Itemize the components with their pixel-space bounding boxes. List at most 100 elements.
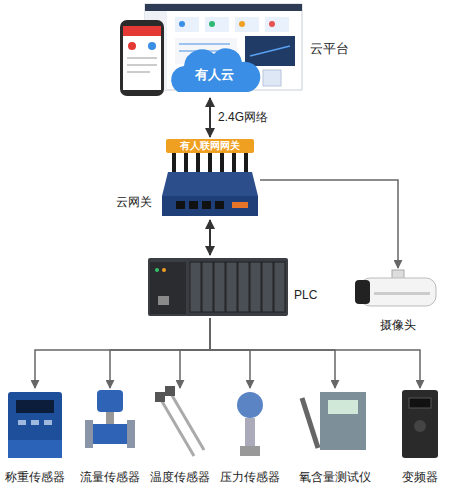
cloud-platform-illustration-part bbox=[245, 36, 295, 66]
oxygen-analyzer-illustration-part bbox=[320, 392, 366, 450]
cloud-platform-illustration-part bbox=[239, 21, 245, 27]
plc-illustration-part bbox=[155, 268, 159, 272]
plc-illustration-part bbox=[150, 262, 186, 314]
weighing-sensor-illustration-part bbox=[18, 420, 26, 425]
plc-illustration-part bbox=[250, 262, 261, 312]
camera-illustration bbox=[355, 270, 436, 306]
connector-arrow bbox=[209, 220, 211, 255]
node-label: 有人云 bbox=[195, 68, 234, 82]
cloud-gateway-illustration-part bbox=[215, 201, 224, 209]
plc-illustration-part bbox=[274, 262, 285, 312]
oxygen-analyzer: 氧含量测试仪 bbox=[297, 388, 373, 462]
weighing-sensor-illustration-part bbox=[8, 440, 62, 458]
cloud-platform-illustration-part bbox=[235, 17, 259, 32]
cloud-platform-illustration-part bbox=[127, 57, 157, 59]
pressure-sensor: 压力传感器 bbox=[220, 388, 280, 462]
weighing-sensor-illustration bbox=[8, 392, 62, 458]
weighing-sensor-illustration-part bbox=[16, 400, 54, 413]
cloud-platform-illustration-part bbox=[123, 26, 161, 90]
cloud-platform-illustration-part bbox=[127, 64, 157, 66]
cloud-gateway-illustration-part bbox=[232, 202, 248, 208]
cloud-gateway-illustration-part bbox=[189, 201, 198, 209]
cloud-platform-illustration-part bbox=[269, 21, 275, 27]
inverter-illustration bbox=[402, 390, 438, 458]
plc-controller: PLC bbox=[148, 256, 288, 318]
cloud-platform: 有人云云平台 bbox=[118, 4, 302, 96]
cloud-platform-illustration-part bbox=[250, 46, 290, 56]
node-label: 变频器 bbox=[402, 470, 438, 484]
connector-arrow bbox=[180, 318, 210, 388]
pressure-sensor-illustration-part bbox=[237, 392, 263, 418]
plc-illustration-part bbox=[202, 262, 213, 312]
node-label: 氧含量测试仪 bbox=[299, 470, 371, 484]
connector-arrow bbox=[110, 318, 210, 388]
plc-illustration-part bbox=[226, 262, 237, 312]
temperature-sensor-illustration bbox=[155, 386, 204, 456]
connector-arrow bbox=[260, 180, 398, 268]
oxygen-analyzer-illustration-part bbox=[328, 400, 358, 414]
cloud-gateway-illustration-part bbox=[166, 139, 254, 153]
cloud-platform-illustration-part bbox=[145, 4, 302, 90]
plc-illustration-part bbox=[238, 262, 249, 312]
cloud-gateway-illustration-part bbox=[162, 172, 258, 196]
cloud-gateway-illustration-part bbox=[176, 201, 185, 209]
node-label: 压力传感器 bbox=[220, 470, 280, 484]
camera-illustration-part bbox=[374, 292, 430, 295]
connector-group bbox=[35, 98, 420, 388]
cloud-platform-illustration-part bbox=[209, 21, 215, 27]
cloud-platform-illustration-part bbox=[205, 17, 229, 32]
weighing-sensor-illustration-part bbox=[31, 420, 39, 425]
oxygen-analyzer-illustration-part bbox=[302, 398, 318, 448]
flow-sensor-illustration-part bbox=[97, 390, 123, 412]
plc-illustration-part bbox=[262, 262, 273, 312]
node-label: 称重传感器 bbox=[5, 470, 65, 484]
node-caption: 云平台 bbox=[310, 42, 349, 56]
weighing-sensor-illustration-part bbox=[44, 420, 52, 425]
cloud-platform-illustration-part bbox=[263, 70, 281, 86]
connector-arrow bbox=[210, 318, 420, 388]
weighing-sensor: 称重传感器 bbox=[5, 388, 65, 462]
temperature-sensor-illustration-part bbox=[170, 392, 204, 450]
flow-sensor-illustration-part bbox=[106, 412, 114, 424]
cloud-platform-illustration-part bbox=[179, 21, 185, 27]
connector-arrow bbox=[209, 98, 211, 137]
cloud-platform-illustration-part bbox=[128, 42, 136, 50]
node-label: 温度传感器 bbox=[150, 470, 210, 484]
cloud-platform-illustration bbox=[120, 4, 302, 96]
plc-illustration-part bbox=[214, 262, 225, 312]
plc-illustration-part bbox=[148, 258, 288, 316]
cloud-gateway-illustration bbox=[162, 139, 258, 216]
plc-illustration-part bbox=[162, 268, 166, 272]
flow-sensor-illustration bbox=[85, 390, 135, 448]
node-label: PLC bbox=[294, 288, 317, 302]
cloud-gateway: 有人联网网关云网关 bbox=[160, 138, 260, 218]
camera-illustration-part bbox=[355, 280, 370, 304]
inverter-illustration-part bbox=[414, 420, 426, 432]
inverter-illustration-part bbox=[409, 398, 431, 408]
cloud-platform-illustration-part bbox=[179, 43, 230, 45]
cloud-platform-illustration-part bbox=[123, 26, 161, 36]
flow-sensor-illustration-part bbox=[92, 424, 128, 444]
connector-arrow bbox=[210, 318, 250, 388]
connector-arrow bbox=[210, 318, 335, 388]
pressure-sensor-illustration bbox=[237, 392, 263, 456]
node-label: 摄像头 bbox=[380, 318, 416, 332]
node-label: 流量传感器 bbox=[80, 470, 140, 484]
cloud-platform-illustration-part bbox=[120, 20, 164, 96]
inverter-illustration-part bbox=[402, 390, 438, 458]
edge-label: 2.4G网络 bbox=[218, 110, 268, 124]
flow-sensor: 流量传感器 bbox=[80, 388, 140, 462]
flow-sensor-illustration-part bbox=[127, 420, 135, 448]
connector-arrow bbox=[35, 318, 210, 388]
pressure-sensor-illustration-part bbox=[245, 418, 255, 446]
cloud-platform-illustration-part bbox=[145, 4, 302, 11]
weighing-sensor-illustration-part bbox=[8, 392, 62, 458]
cloud-gateway-illustration-part bbox=[162, 196, 258, 216]
temperature-sensor-illustration-part bbox=[155, 392, 165, 402]
inverter: 变频器 bbox=[395, 388, 445, 462]
node-caption: 云网关 bbox=[116, 195, 152, 209]
flow-sensor-illustration-part bbox=[85, 420, 93, 448]
plc-illustration bbox=[148, 258, 288, 316]
cloud-platform-illustration-part bbox=[148, 42, 156, 50]
